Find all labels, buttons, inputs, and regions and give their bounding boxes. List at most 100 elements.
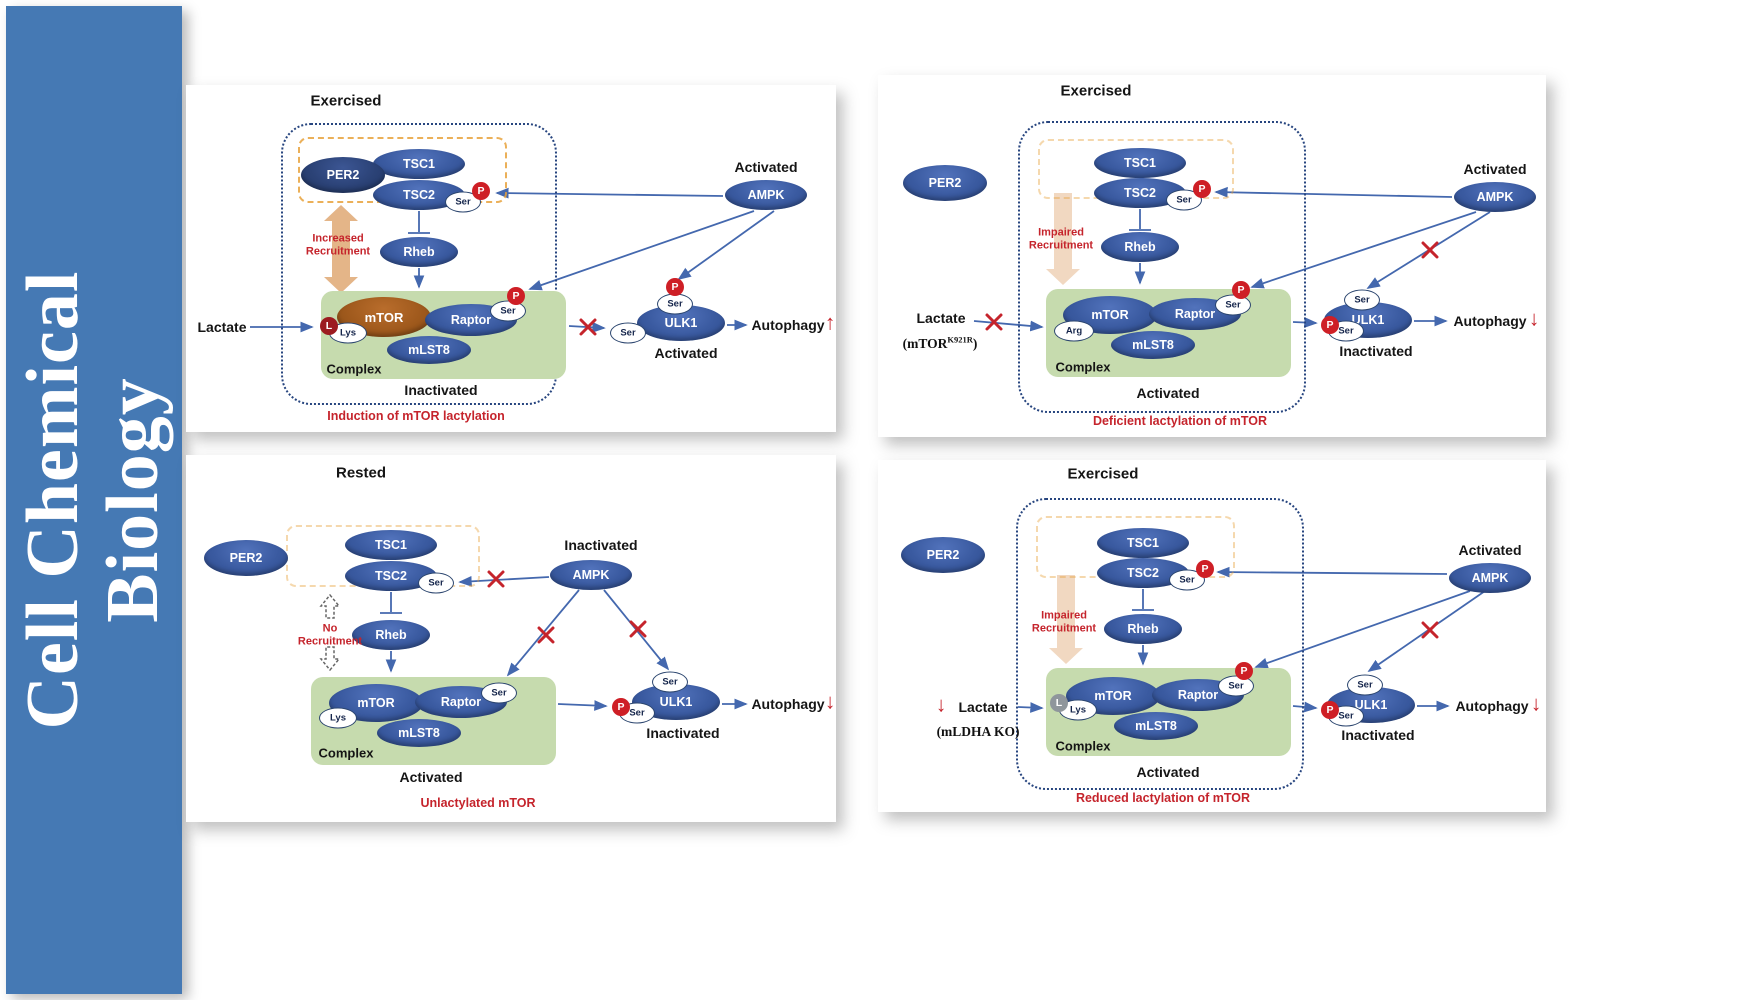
- panel-title: Exercised: [1067, 465, 1139, 483]
- rheb-node: Rheb: [1101, 232, 1179, 262]
- complex-state-label: Activated: [1136, 764, 1200, 780]
- per2-node: PER2: [901, 537, 985, 573]
- arrow-complex-to-ulk1: [557, 700, 608, 711]
- rheb-node: Rheb: [1104, 614, 1182, 644]
- autophagy-label: Autophagy: [751, 317, 825, 333]
- recruitment-label: Impaired Recruitment: [1031, 609, 1097, 634]
- arrow-ampk-to-tsc2: [1214, 186, 1453, 198]
- arrow-ampk-to-tsc2: [1216, 566, 1448, 578]
- x-mtor-ulk1-block: [579, 318, 597, 336]
- x-ampk-ulk1-block: [629, 620, 647, 638]
- tsc1-node: TSC1: [1097, 528, 1189, 558]
- arrow-ampk-to-tsc2: [495, 187, 724, 199]
- pathway-arrows: [319, 570, 748, 711]
- arrow-ampk-to-raptor: [1250, 211, 1477, 289]
- complex-label: Complex: [326, 361, 382, 377]
- raptor-node: Raptor: [1152, 679, 1244, 711]
- lactyl-icon: L: [320, 317, 338, 335]
- tsc2-phospho-icon: P: [472, 182, 490, 200]
- autophagy-label: Autophagy: [1455, 698, 1529, 714]
- complex-label: Complex: [318, 745, 374, 761]
- pathway-arrows: [973, 186, 1491, 332]
- ampk-state-label: Inactivated: [564, 537, 638, 553]
- autophagy-label: Autophagy: [1453, 313, 1527, 329]
- exercise-dotted-boundary: [1016, 498, 1304, 790]
- arrow-ampk-to-raptor: [1254, 590, 1471, 669]
- panel-caption: Deficient lactylation of mTOR: [1092, 414, 1268, 428]
- panel-caption: Induction of mTOR lactylation: [327, 409, 505, 423]
- mlst8-node: mLST8: [377, 719, 461, 747]
- ulk1-ser-top-badge: Ser: [657, 293, 693, 315]
- dashed-up-arrow-icon: [319, 593, 341, 619]
- complex-label: Complex: [1055, 738, 1111, 754]
- raptor-phospho-icon: P: [507, 287, 525, 305]
- ampk-node: AMPK: [1454, 182, 1536, 212]
- arrow-lactate-to-complex: [1017, 702, 1044, 713]
- ulk1-phospho-icon: P: [1321, 701, 1339, 719]
- recruitment-arrow-shape: [1046, 193, 1080, 285]
- raptor-ser-badge: Ser: [481, 682, 517, 704]
- journal-sidebar: Cell Chemical Biology: [6, 6, 182, 994]
- panel-title: Exercised: [1060, 82, 1132, 100]
- ulk1-ser-left-badge: Ser: [610, 322, 646, 344]
- journal-title-line1: Cell Chemical: [12, 270, 95, 730]
- mlst8-node: mLST8: [387, 336, 471, 364]
- autophagy-down-arrow-icon: ↓: [824, 690, 836, 714]
- recruitment-label: Impaired Recruitment: [1028, 226, 1094, 251]
- recruitment-label: Increased Recruitment: [305, 232, 371, 257]
- ulk1-ser-top-badge: Ser: [1344, 289, 1380, 311]
- no-recruitment-dashed-arrows: [319, 593, 341, 672]
- x-ampk-raptor-block: [537, 626, 555, 644]
- raptor-phospho-icon: P: [1235, 662, 1253, 680]
- autophagy-down-arrow-icon: ↓: [1530, 692, 1542, 716]
- ulk1-phospho-icon: P: [666, 278, 684, 296]
- pathway-arrows: [1017, 566, 1486, 713]
- mtor-lys-badge: Lys: [329, 322, 367, 344]
- autophagy-down-arrow-icon: ↓: [1528, 307, 1540, 331]
- ulk1-state-label: Inactivated: [646, 725, 720, 741]
- rheb-node: Rheb: [352, 620, 430, 650]
- tsc2-ser-badge: Ser: [418, 572, 454, 594]
- journal-title: Cell Chemical Biology: [6, 20, 182, 980]
- ulk1-ser-top-badge: Ser: [652, 671, 688, 693]
- ulk1-state-label: Activated: [654, 345, 718, 361]
- arrow-complex-to-ulk1: [1292, 701, 1318, 713]
- tsc2-phospho-icon: P: [1196, 560, 1214, 578]
- tsc1-node: TSC1: [1094, 148, 1186, 178]
- ampk-node: AMPK: [725, 180, 807, 210]
- tsc2-ser-badge: Ser: [1169, 569, 1205, 591]
- tsc1-node: TSC1: [345, 530, 437, 560]
- rheb-node: Rheb: [380, 237, 458, 267]
- ampk-node: AMPK: [550, 560, 632, 590]
- mtor-lys-badge: Lys: [319, 707, 357, 729]
- pathway-arrows: [250, 187, 775, 336]
- journal-title-line2: Biology: [92, 377, 174, 623]
- tsc1-node: TSC1: [373, 149, 465, 179]
- ampk-state-label: Activated: [1463, 161, 1527, 177]
- arrow-ampk-to-raptor: [528, 210, 755, 291]
- x-ampk-tsc2-block: [487, 570, 505, 588]
- panel-title: Exercised: [310, 92, 382, 110]
- reduced-lactyl-icon: L: [1050, 694, 1068, 712]
- dashed-down-arrow-icon: [319, 646, 341, 672]
- lactate-label: Lactate: [958, 699, 1008, 715]
- mlst8-node: mLST8: [1114, 712, 1198, 740]
- panel-caption: Unlactylated mTOR: [420, 796, 536, 810]
- exercise-dotted-boundary: [281, 123, 557, 405]
- tsc2-phospho-icon: P: [1193, 180, 1211, 198]
- panel-reduced-lactylation: Exercised PER2 TSC1 TSC2 Ser P Activated…: [878, 460, 1546, 812]
- ulk1-phospho-icon: P: [1321, 316, 1339, 334]
- mtor-lys-badge: Lys: [1059, 699, 1097, 721]
- ulk1-state-label: Inactivated: [1339, 343, 1413, 359]
- mtor-arg-badge: Arg: [1054, 320, 1094, 342]
- per2-node: PER2: [903, 165, 987, 201]
- arrow-ampk-to-ulk1: [677, 210, 775, 281]
- ulk1-state-label: Inactivated: [1341, 727, 1415, 743]
- panel-title: Rested: [335, 464, 387, 482]
- lactate-label: Lactate: [197, 319, 247, 335]
- lactate-down-arrow-icon: ↓: [935, 693, 947, 717]
- autophagy-up-arrow-icon: ↑: [824, 311, 836, 335]
- ampk-state-label: Activated: [1458, 542, 1522, 558]
- x-ampk-ulk1-block: [1421, 241, 1439, 259]
- per2-node: PER2: [204, 540, 288, 576]
